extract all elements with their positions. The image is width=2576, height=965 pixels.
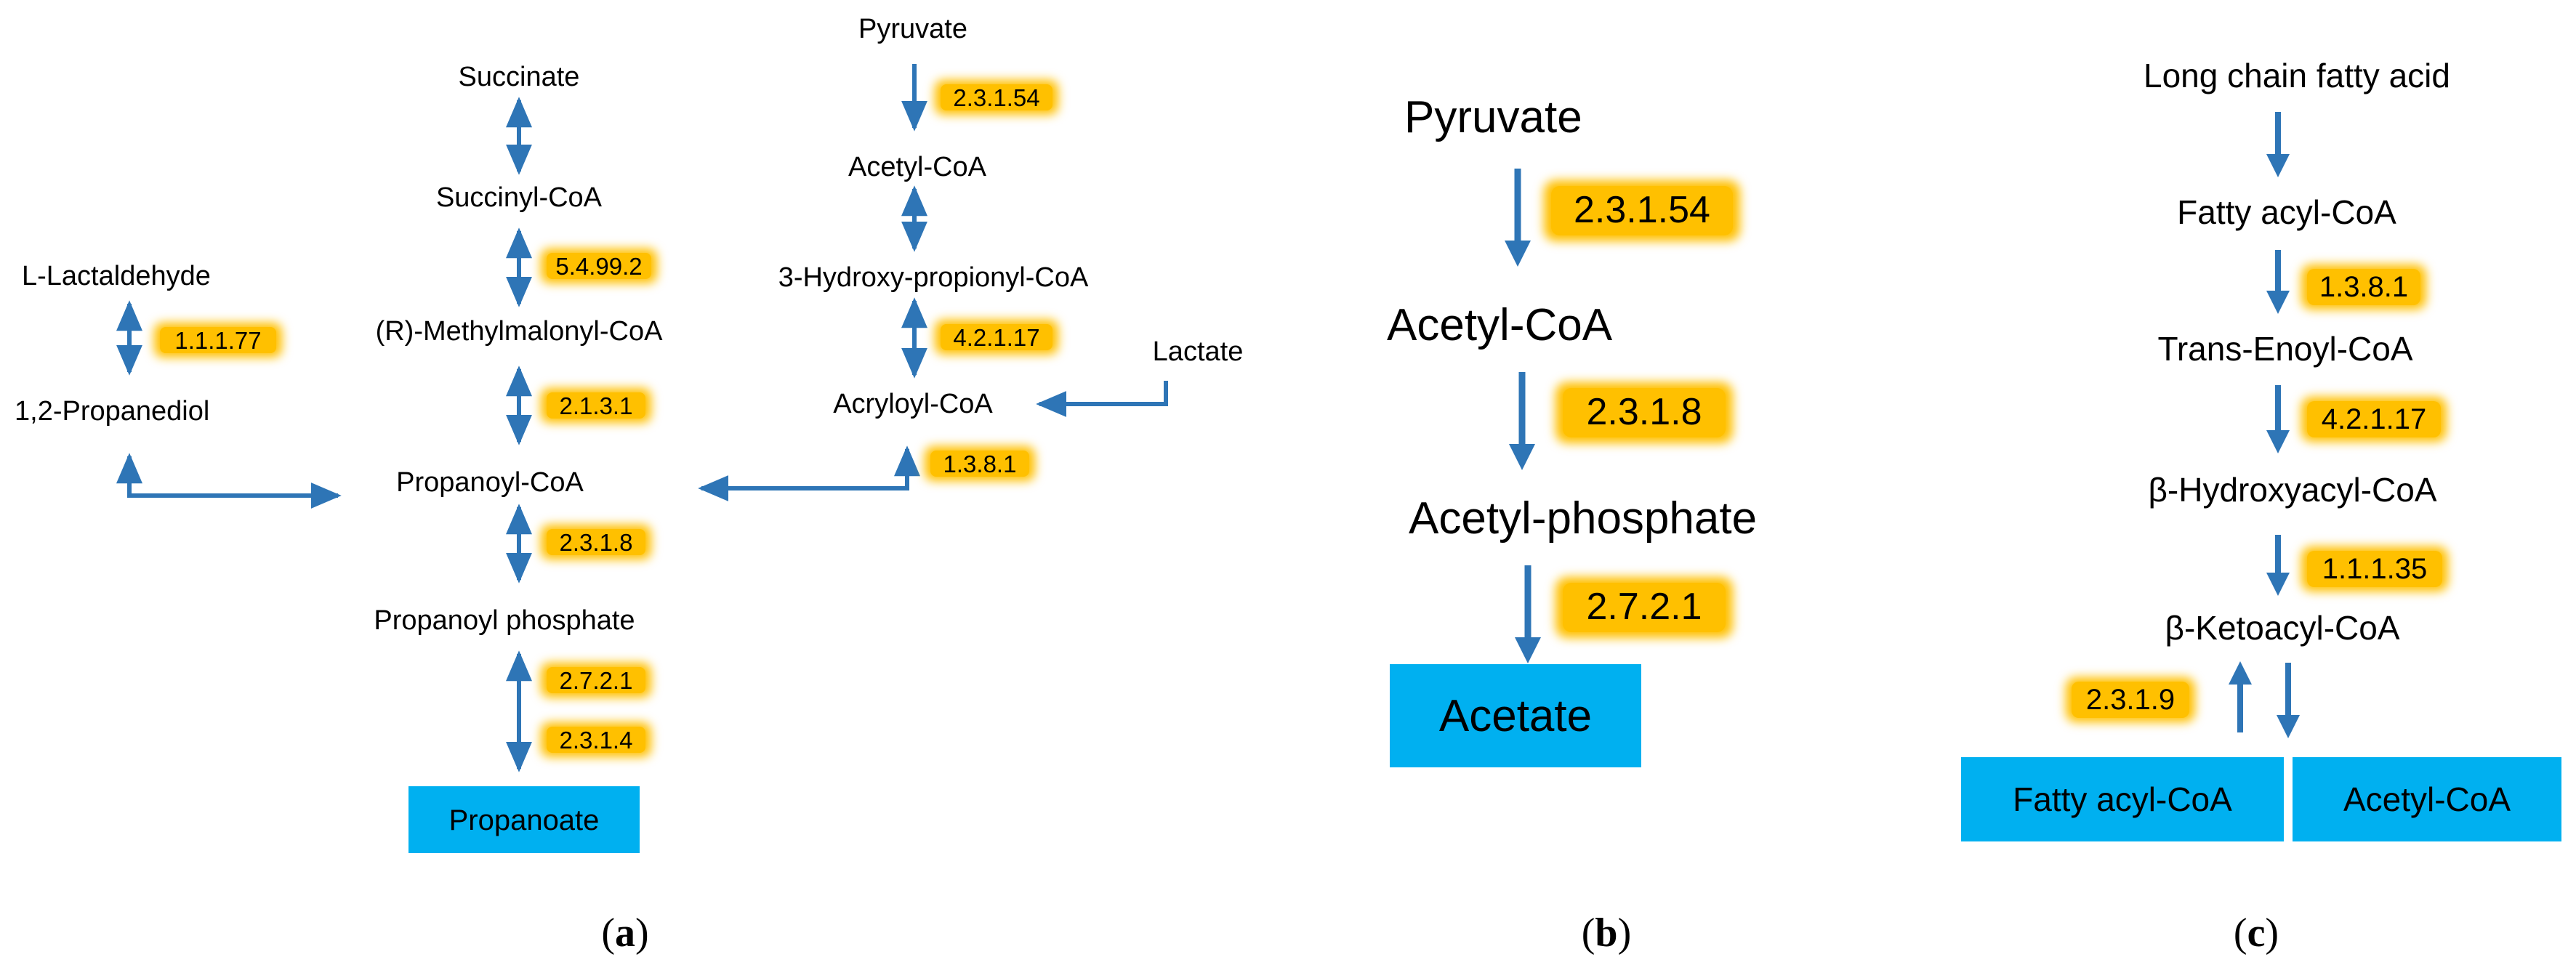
metabolite-pyruvate-a: Pyruvate <box>858 14 967 44</box>
ec-number: 2.7.2.1 <box>560 667 633 694</box>
ec-label-2-3-1-8-b: 2.3.1.8 <box>1555 382 1733 443</box>
metabolite-succinate: Succinate <box>459 62 580 92</box>
panel-c-enzymes: 1.3.8.1 4.2.1.17 1.1.1.35 2.3.1.9 <box>2066 265 2448 722</box>
ec-label-2-3-1-54-a: 2.3.1.54 <box>935 80 1058 115</box>
panel-a-metabolites: Succinate Succinyl-CoA (R)-Methylmalonyl… <box>15 14 1243 636</box>
panel-b-enzymes: 2.3.1.54 2.3.1.8 2.7.2.1 <box>1544 180 1740 638</box>
product-propanoate: Propanoate <box>449 804 600 836</box>
product-box-propanoate: Propanoate <box>408 786 640 853</box>
product-fatty-acyl-coa: Fatty acyl-CoA <box>2013 780 2232 818</box>
panel-b-arrows <box>1505 169 1541 663</box>
metabolite-acetyl-coa-b: Acetyl-CoA <box>1387 300 1613 350</box>
ec-number: 2.3.1.54 <box>953 84 1039 111</box>
caption-a: (a) <box>601 911 648 956</box>
ec-label-4-2-1-17-a: 4.2.1.17 <box>935 320 1058 355</box>
metabolite-methylmalonyl-coa: (R)-Methylmalonyl-CoA <box>376 316 663 347</box>
metabolite-long-chain-fatty-acid: Long chain fatty acid <box>2144 57 2450 94</box>
metabolite-acetyl-coa-a: Acetyl-CoA <box>848 152 987 182</box>
metabolite-propanoyl-phosphate: Propanoyl phosphate <box>374 605 635 636</box>
ec-label-2-3-1-8-a: 2.3.1.8 <box>541 525 651 560</box>
ec-number: 4.2.1.17 <box>2322 403 2427 435</box>
panel-b-metabolites: Pyruvate Acetyl-CoA Acetyl-phosphate <box>1387 92 1757 544</box>
metabolite-acetyl-phosphate-b: Acetyl-phosphate <box>1409 493 1757 544</box>
caption-c: (c) <box>2234 911 2279 956</box>
panel-c: 1.3.8.1 4.2.1.17 1.1.1.35 2.3.1.9 Long c… <box>1961 57 2561 956</box>
panel-a: 5.4.99.2 2.1.3.1 2.3.1.8 2.7.2.1 2.3.1.4 <box>15 14 1243 956</box>
ec-label-4-2-1-17-c: 4.2.1.17 <box>2301 397 2447 442</box>
ec-label-2-3-1-9: 2.3.1.9 <box>2066 677 2195 722</box>
metabolite-hydroxypropionyl-coa: 3-Hydroxy-propionyl-CoA <box>778 262 1089 293</box>
panel-c-arrows <box>2229 112 2300 738</box>
product-box-acetyl-coa: Acetyl-CoA <box>2293 757 2561 841</box>
ec-label-2-7-2-1-a: 2.7.2.1 <box>541 663 651 698</box>
ec-number: 2.3.1.9 <box>2086 684 2175 716</box>
ec-number: 2.7.2.1 <box>1586 586 1702 628</box>
ec-number: 4.2.1.17 <box>953 324 1039 351</box>
panel-a-enzymes: 5.4.99.2 2.1.3.1 2.3.1.8 2.7.2.1 2.3.1.4 <box>154 80 1058 757</box>
arrow-lactate-acryloyl-coa <box>1036 381 1168 417</box>
ec-number: 2.3.1.54 <box>1574 189 1710 231</box>
metabolite-acryloyl-coa: Acryloyl-CoA <box>833 389 993 419</box>
panel-c-metabolites: Long chain fatty acid Fatty acyl-CoA Tra… <box>2144 57 2450 647</box>
ec-number: 1.1.1.77 <box>174 327 261 354</box>
ec-number: 2.3.1.4 <box>560 727 633 754</box>
metabolite-propanoyl-coa: Propanoyl-CoA <box>396 467 584 498</box>
ec-number: 2.3.1.8 <box>560 529 633 556</box>
panel-b: 2.3.1.54 2.3.1.8 2.7.2.1 Pyruvate Acetyl… <box>1387 92 1757 956</box>
metabolite-ketoacyl-coa: β-Ketoacyl-CoA <box>2165 609 2399 647</box>
ec-label-2-3-1-54-b: 2.3.1.54 <box>1544 180 1740 241</box>
metabolite-pyruvate-b: Pyruvate <box>1404 92 1582 142</box>
ec-label-2-3-1-4: 2.3.1.4 <box>541 722 651 757</box>
product-box-fatty-acyl-coa: Fatty acyl-CoA <box>1961 757 2284 841</box>
ec-label-2-7-2-1-b: 2.7.2.1 <box>1555 577 1733 638</box>
arrow-acryloyl-coa-propanoyl-coa <box>698 445 920 501</box>
ec-label-1-1-1-77: 1.1.1.77 <box>154 323 282 358</box>
panel-a-arrows <box>116 64 1168 772</box>
metabolite-hydroxyacyl-coa: β-Hydroxyacyl-CoA <box>2148 471 2436 509</box>
ec-label-1-1-1-35: 1.1.1.35 <box>2301 546 2448 591</box>
metabolite-l-lactaldehyde: L-Lactaldehyde <box>22 261 211 291</box>
metabolite-succinyl-coa: Succinyl-CoA <box>436 182 603 213</box>
ec-number: 5.4.99.2 <box>555 253 642 280</box>
ec-number: 2.1.3.1 <box>560 392 633 419</box>
metabolite-propanediol: 1,2-Propanediol <box>15 396 209 427</box>
metabolite-fatty-acyl-coa-c: Fatty acyl-CoA <box>2177 193 2396 231</box>
metabolite-lactate: Lactate <box>1153 336 1244 367</box>
product-box-acetate: Acetate <box>1390 664 1641 767</box>
ec-number: 2.3.1.8 <box>1586 391 1702 433</box>
arrow-propanediol-propanoyl-coa <box>116 453 342 509</box>
ec-number: 1.1.1.35 <box>2322 553 2428 585</box>
product-acetate: Acetate <box>1439 691 1592 741</box>
ec-number: 1.3.8.1 <box>943 451 1017 477</box>
product-acetyl-coa-c: Acetyl-CoA <box>2343 780 2511 818</box>
metabolite-trans-enoyl-coa: Trans-Enoyl-CoA <box>2157 330 2412 368</box>
ec-label-2-1-3-1: 2.1.3.1 <box>541 388 651 423</box>
ec-label-1-3-8-1-c: 1.3.8.1 <box>2301 265 2426 310</box>
ec-number: 1.3.8.1 <box>2319 271 2408 303</box>
ec-label-5-4-99-2: 5.4.99.2 <box>541 249 657 283</box>
caption-b: (b) <box>1582 911 1631 956</box>
ec-label-1-3-8-1-a: 1.3.8.1 <box>925 446 1035 481</box>
